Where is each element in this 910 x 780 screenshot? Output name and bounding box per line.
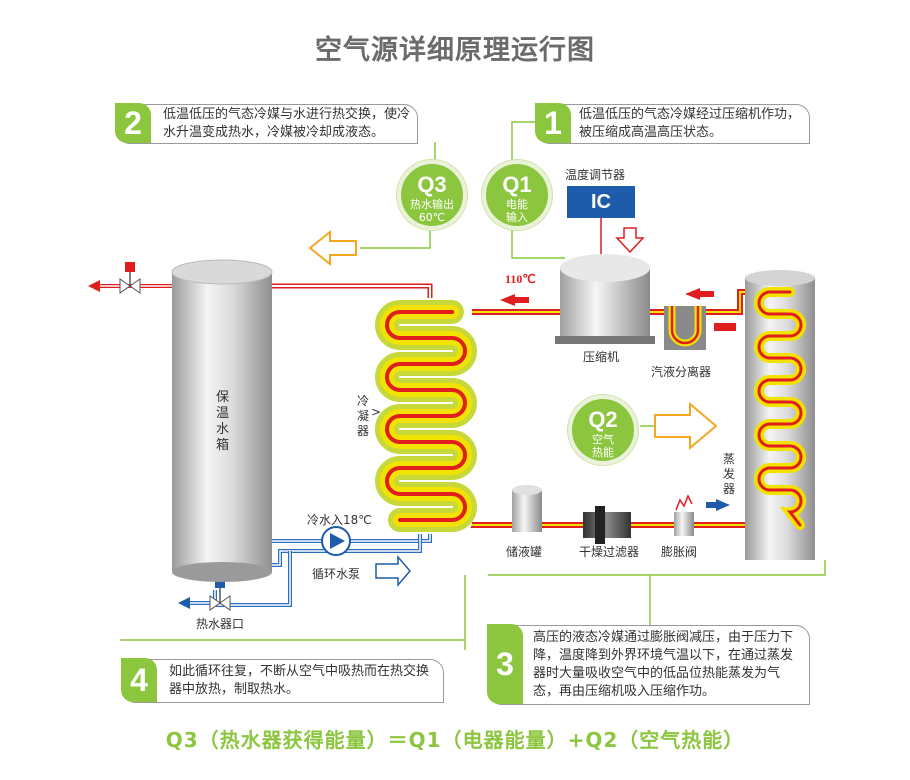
step-4-number: 4 (121, 658, 157, 702)
q3-line2: 60℃ (418, 211, 446, 224)
condenser-label: 冷凝器 (356, 394, 369, 438)
q1-line2: 输入 (506, 211, 528, 224)
q2-line2: 热能 (592, 446, 614, 459)
svg-text:>: > (371, 405, 381, 419)
air-heat-arrow (654, 401, 718, 451)
energy-formula: Q3（热水器获得能量）＝Q1（电器能量）+Q2（空气热能） (165, 728, 745, 752)
q2-title: Q2 (588, 407, 618, 432)
receiver-label: 储液罐 (506, 545, 543, 559)
compressor-label: 压缩机 (583, 350, 620, 364)
tank-label: 保温水箱 (215, 390, 229, 453)
pump-label: 循环水泵 (312, 567, 361, 581)
condenser-coil (375, 298, 477, 534)
step-1-text: 低温低压的气态冷媒经过压缩机作功，被压缩成高温高压状态。 (579, 107, 801, 140)
q2-circle: Q2 空气 热能 (568, 395, 638, 465)
step-3-text: 高压的液态冷媒通过膨胀阀减压，由于压力下降，温度降到外界环境气温以下，在通过蒸发… (533, 630, 794, 699)
flow-arrow-blue (716, 499, 730, 511)
evaporator (745, 270, 815, 560)
callout-lines (120, 121, 826, 650)
step-2-text: 低温低压的气态冷媒与水进行热交换，使冷水升温变成热水，冷媒被冷却成液态。 (163, 107, 411, 140)
pump-icon (321, 526, 351, 556)
dryer-filter (583, 506, 631, 544)
separator-label: 汽液分离器 (651, 365, 712, 379)
outlet-valve-icon (209, 578, 231, 611)
cold-in-label: 冷水入18℃ (307, 513, 372, 527)
filter-label: 干燥过滤器 (579, 545, 640, 559)
step-1-box: 1 低温低压的气态冷媒经过压缩机作功，被压缩成高温高压状态。 (535, 103, 810, 144)
flow-arrow-red-2 (685, 288, 700, 300)
q1-title: Q1 (502, 172, 532, 197)
step-3-number: 3 (487, 624, 523, 704)
water-tank (171, 259, 273, 582)
valve-label: 膨胀阀 (661, 545, 698, 559)
step-4-text: 如此循环往复，不断从空气中吸热而在热交换器中放热，制取热水。 (169, 664, 430, 697)
heat-output-arrow (308, 229, 357, 267)
step-3-box: 3 高压的液态冷媒通过膨胀阀减压，由于压力下降，温度降到外界环境气温以下，在通过… (487, 624, 810, 705)
thermostat-label: 温度调节器 (565, 168, 626, 182)
step-2-box: 2 低温低压的气态冷媒与水进行热交换，使冷水升温变成热水，冷媒被冷却成液态。 (115, 103, 418, 144)
hot-water-pipe (88, 262, 433, 298)
q3-title: Q3 (417, 172, 447, 197)
step-1-number: 1 (535, 103, 571, 143)
separator (664, 306, 706, 350)
compressor (555, 254, 655, 344)
q2-line1: 空气 (592, 433, 614, 446)
evaporator-label: 蒸发器 (722, 452, 735, 496)
q3-line1: 热水输出 (410, 198, 454, 211)
q3-circle: Q3 热水输出 60℃ (397, 160, 467, 230)
q1-line1: 电能 (506, 198, 528, 211)
outlet-label: 热水器口 (196, 617, 245, 631)
receiver (512, 485, 542, 532)
flow-arrow-red-1 (500, 294, 515, 306)
flow-marker-red (714, 323, 736, 331)
temp-out-label: 110℃ (505, 272, 536, 286)
expansion-valve (674, 494, 694, 536)
q1-circle: Q1 电能 输入 (482, 160, 552, 230)
pump-flow-arrow (375, 554, 411, 588)
step-2-number: 2 (115, 103, 151, 143)
step-4-box: 4 如此循环往复，不断从空气中吸热而在热交换器中放热，制取热水。 (121, 658, 444, 703)
ic-chip: IC (567, 186, 635, 218)
page-title: 空气源详细原理运行图 (315, 35, 595, 66)
ic-down-arrow (615, 227, 645, 254)
